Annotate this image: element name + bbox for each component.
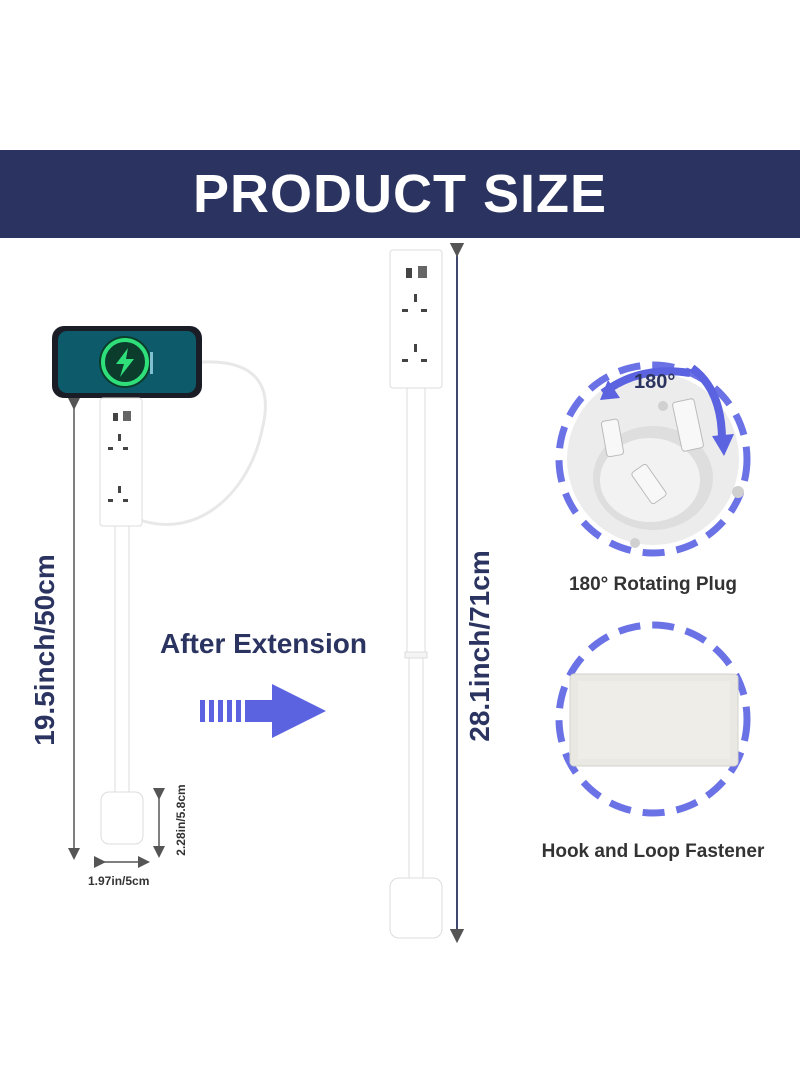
charging-bolt-icon xyxy=(116,348,134,377)
right-height-label: 28.1inch/71cm xyxy=(464,550,495,742)
rotating-plug-caption: 180° Rotating Plug xyxy=(568,574,738,595)
page-title: PRODUCT SIZE xyxy=(192,164,608,224)
arrow-right-icon xyxy=(200,684,326,738)
hook-loop-caption: Hook and Loop Fastener xyxy=(541,841,765,862)
base-width-label: 1.97in/5cm xyxy=(88,874,150,888)
base-height-label: 2.28in/5.8cm xyxy=(174,784,188,856)
left-height-label: 19.5inch/50cm xyxy=(29,554,60,746)
after-extension-label: After Extension xyxy=(160,628,367,659)
rotate-arrows-icon xyxy=(600,364,734,456)
hook-loop-image xyxy=(555,621,751,817)
header-banner: PRODUCT SIZE xyxy=(0,150,800,238)
power-strip-short xyxy=(99,397,144,845)
phone-image xyxy=(52,326,202,398)
rotating-plug-image xyxy=(555,361,751,557)
power-strip-extended xyxy=(389,249,443,939)
rotation-badge: 180° xyxy=(634,371,676,393)
